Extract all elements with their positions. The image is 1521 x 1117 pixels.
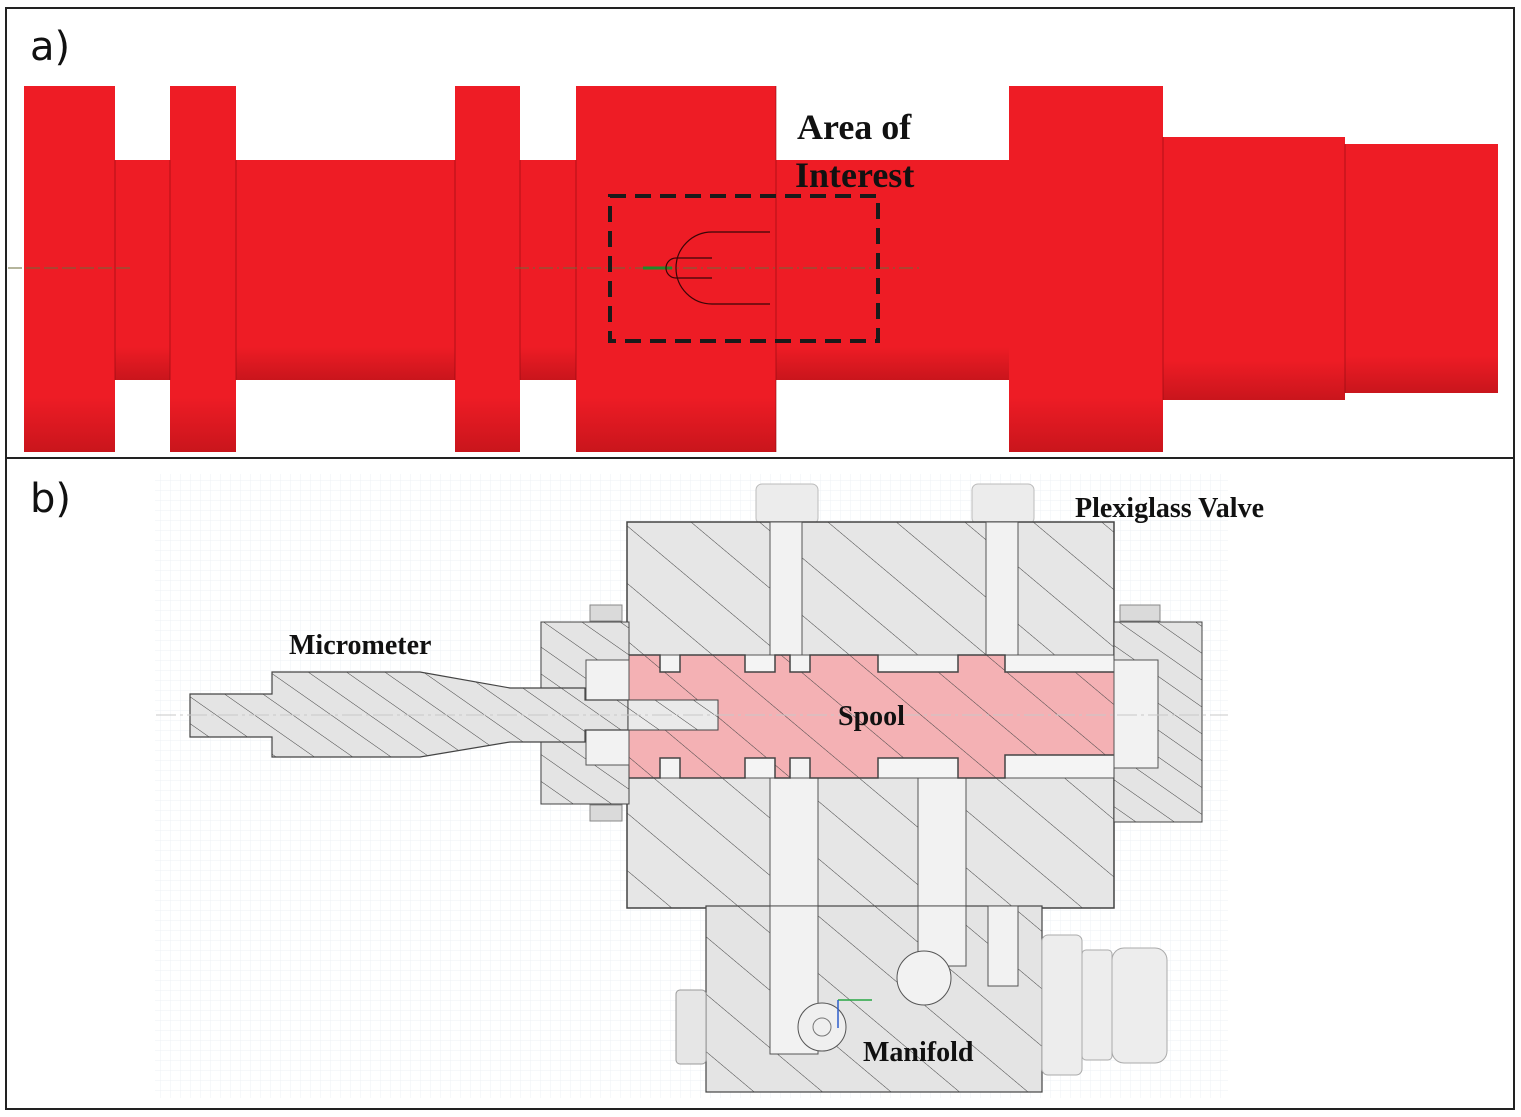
micrometer-label: Micrometer [289,630,432,661]
spool-section-hatch [628,655,1118,778]
area-of-interest-label-line2: Interest [795,155,914,195]
spool-land-3 [455,86,520,452]
area-of-interest-box [608,194,880,343]
spool-step-2 [1345,144,1498,393]
area-of-interest-label-line1: Area of [797,107,912,147]
plexiglass-valve-label: Plexiglass Valve [1075,493,1264,524]
spool-land-5 [1009,86,1163,452]
panel-b-label: b) [30,476,71,522]
panel-a: a) [5,7,1515,459]
spool-label: Spool [838,701,905,732]
spool-notch-inner [665,257,712,279]
valve-top-ports [755,483,1035,525]
panel-b: b) [5,457,1515,1110]
spool-step-1 [1163,137,1345,400]
spool-notch [675,231,770,305]
panel-a-label: a) [30,24,70,70]
manifold [675,905,1168,1093]
valve-channels [769,521,1019,909]
spool-3d-view [8,86,1498,452]
spool-land-1 [24,86,115,452]
manifold-label: Manifold [863,1037,974,1068]
spool-land-2 [170,86,236,452]
micrometer [156,671,1228,758]
right-end-cap [1113,604,1203,823]
